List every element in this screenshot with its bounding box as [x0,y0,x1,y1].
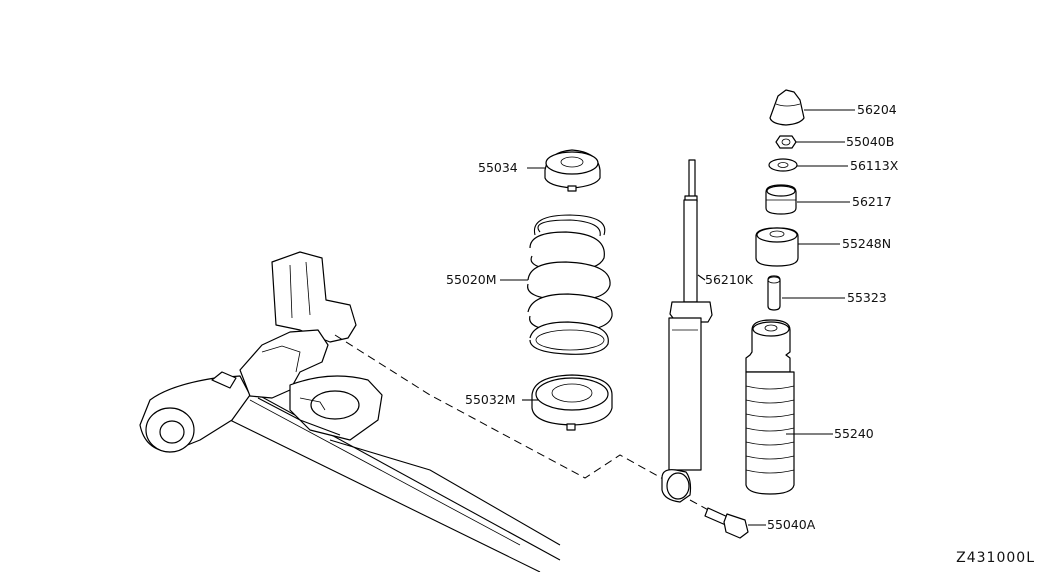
part-55040b-nut: 55040B [775,134,894,149]
part-55032m-lower-spring-seat: 55032M [465,374,613,431]
part-56210k-shock-absorber: 56210K [661,159,754,503]
reference-dash-line [334,334,666,481]
label-56210k: 56210K [705,272,754,287]
part-56204-cap: 56204 [769,89,897,126]
label-55248n: 55248N [842,236,891,251]
label-55040a: 55040A [767,517,816,532]
part-55240-bump-stop: 55240 [745,319,874,495]
label-56113x: 56113X [850,158,899,173]
label-55240: 55240 [834,426,874,441]
part-55040a-lower-bolt: 55040A [689,499,816,539]
label-55323: 55323 [847,290,887,305]
part-55020m-coil-spring: 55020M [446,214,613,355]
label-55040b: 55040B [846,134,894,149]
part-55248n-mount: 55248N [755,227,891,267]
part-55034-upper-spring-seat: 55034 [478,149,601,192]
part-56217-bushing: 56217 [765,184,892,215]
diagram-code: Z431000L [956,550,1035,566]
part-56113x-washer: 56113X [768,158,899,173]
rear-axle-beam [139,251,561,573]
label-55020m: 55020M [446,272,497,287]
label-55034: 55034 [478,160,518,175]
part-55323-spacer: 55323 [767,275,887,311]
label-56204: 56204 [857,102,897,117]
label-56217: 56217 [852,194,892,209]
label-55032m: 55032M [465,392,516,407]
